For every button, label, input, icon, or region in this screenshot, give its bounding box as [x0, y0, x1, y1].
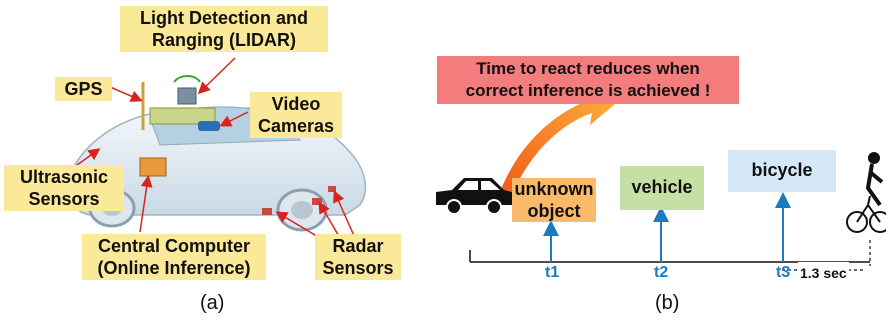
radar-label: Radar Sensors — [315, 234, 401, 280]
unknown-object-box: unknown object — [512, 178, 596, 222]
cyclist-icon — [846, 152, 886, 233]
video-cameras-label: Video Cameras — [250, 92, 342, 138]
callout-text: Time to react reduces when correct infer… — [465, 59, 711, 100]
curved-arrow — [500, 88, 615, 196]
t1-label: t1 — [545, 264, 560, 281]
bicycle-box: bicycle — [728, 150, 836, 192]
central-computer-label-text: Central Computer (Online Inference) — [97, 236, 251, 278]
unknown-object-text: unknown object — [514, 179, 594, 221]
vehicle-text: vehicle — [631, 177, 693, 197]
ultrasonic-label-text: Ultrasonic Sensors — [19, 167, 109, 209]
panel-a-arrows — [69, 57, 356, 239]
caption-b: (b) — [655, 292, 680, 314]
t2-label: t2 — [654, 264, 669, 281]
video-cameras-label-text: Video Cameras — [257, 94, 335, 136]
gps-label-text: GPS — [64, 79, 103, 99]
lidar-label-text: Light Detection and Ranging (LIDAR) — [140, 8, 308, 50]
car-icon — [436, 178, 512, 215]
interval-text: 1.3 sec — [800, 265, 847, 281]
gps-label: GPS — [55, 77, 112, 101]
interval-label: 1.3 sec — [798, 262, 849, 284]
central-computer-label: Central Computer (Online Inference) — [82, 234, 266, 280]
radar-label-text: Radar Sensors — [322, 236, 394, 278]
vehicle-box: vehicle — [620, 166, 704, 210]
caption-a: (a) — [200, 292, 225, 314]
t3-label: t3 — [776, 264, 791, 281]
callout-box: Time to react reduces when correct infer… — [437, 56, 739, 104]
bicycle-text: bicycle — [751, 160, 813, 180]
lidar-label: Light Detection and Ranging (LIDAR) — [120, 6, 328, 52]
ultrasonic-label: Ultrasonic Sensors — [4, 165, 124, 211]
time-markers — [543, 192, 791, 262]
